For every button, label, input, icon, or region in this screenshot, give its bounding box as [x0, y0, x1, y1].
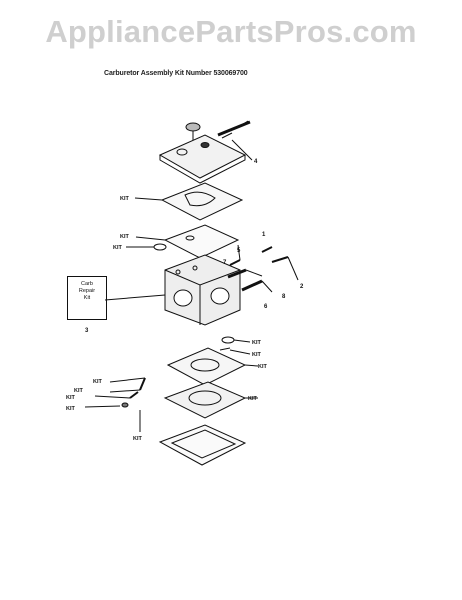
diagram-title: Carburetor Assembly Kit Number 530069700: [104, 70, 248, 77]
carburetor-body: [104, 254, 241, 326]
callout-2: 2: [300, 284, 304, 290]
o-ring: [126, 243, 167, 251]
kit-label-5: KIT: [252, 352, 262, 358]
callout-5: 5: [237, 248, 241, 254]
kit-label-11: KIT: [248, 396, 258, 402]
kit-box-line-1: Carb: [81, 281, 93, 287]
metering-cover: [163, 381, 258, 419]
adjusting-needle-4: [217, 120, 253, 161]
kit-label-9: KIT: [66, 395, 76, 401]
gasket: [135, 224, 240, 259]
screw: [185, 122, 201, 140]
callout-8: 8: [282, 294, 286, 300]
cover-plate: [158, 134, 247, 184]
kit-label-2: KIT: [120, 234, 130, 240]
kit-label-4: KIT: [252, 340, 262, 346]
callout-6: 6: [264, 304, 268, 310]
check-valve: [219, 336, 251, 355]
callout-4: 4: [254, 159, 258, 165]
metering-lever-parts: [84, 377, 146, 432]
metering-diaphragm: [166, 347, 259, 386]
callout-7: 7: [223, 260, 227, 266]
kit-label-1: KIT: [120, 196, 130, 202]
kit-label-8: KIT: [74, 388, 84, 394]
side-fittings: [227, 244, 299, 293]
bottom-gasket: [158, 424, 247, 466]
kit-label-3: KIT: [113, 245, 123, 251]
callout-3: 3: [85, 328, 89, 334]
carb-repair-kit-box: Carb Repair Kit: [67, 276, 107, 320]
watermark-logo: AppliancePartsPros.com: [45, 14, 417, 49]
callout-1: 1: [262, 232, 266, 238]
kit-box-line-2: Repair: [78, 288, 96, 294]
kit-label-10: KIT: [66, 406, 76, 412]
pump-diaphragm: [134, 182, 244, 221]
kit-label-12: KIT: [133, 436, 143, 442]
kit-label-6: KIT: [258, 364, 268, 370]
kit-label-7: KIT: [93, 379, 103, 385]
kit-box-line-3: Kit: [83, 295, 91, 301]
